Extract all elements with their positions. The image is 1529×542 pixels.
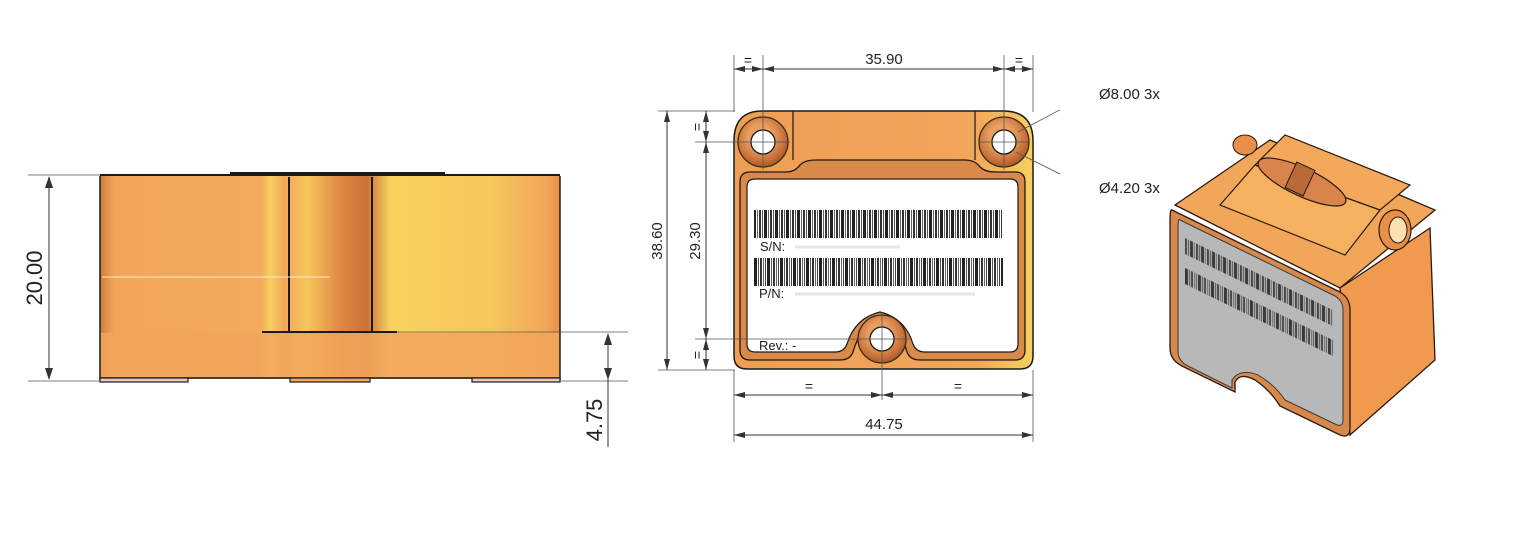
equal-mark-top-right: = (1015, 52, 1023, 68)
front-view: S/N: P/N: Rev.: - (640, 0, 1098, 537)
callout-counterbore: Ø8.00 3x (1099, 86, 1160, 103)
rev-label: Rev.: - (759, 338, 796, 353)
sn-barcode (754, 210, 1002, 238)
isometric-view (1160, 110, 1450, 450)
isometric-drawing (1169, 134, 1437, 437)
hole-vertical-dim: 29.30 (687, 222, 704, 260)
side-view: 20.00 4.75 (0, 0, 640, 537)
pn-barcode (753, 258, 1003, 286)
callout-hole: Ø4.20 3x (1099, 180, 1160, 197)
iso-label (1177, 218, 1344, 426)
sn-label: S/N: (760, 239, 785, 254)
overall-height-dim: 38.60 (649, 222, 666, 260)
hole-spacing-dim: 35.90 (865, 51, 903, 68)
equal-mark-left-top: = (689, 123, 705, 131)
hole-callout-text: Ø4.20 3x (1099, 180, 1160, 197)
equal-mark-left-bottom: = (689, 351, 705, 359)
front-view-drawing: S/N: P/N: Rev.: - (649, 51, 1098, 442)
side-view-drawing: 20.00 4.75 (22, 172, 628, 447)
overall-width-dim: 44.75 (865, 416, 903, 433)
equal-mark-top-left: = (744, 52, 752, 68)
slot-depth-dim: 4.75 (582, 399, 607, 442)
pn-label: P/N: (759, 286, 784, 301)
counterbore-callout-text: Ø8.00 3x (1099, 86, 1160, 103)
side-height-dim: 20.00 (22, 250, 47, 305)
equal-mark-bottom-right: = (954, 378, 962, 394)
equal-mark-bottom-left: = (805, 378, 813, 394)
